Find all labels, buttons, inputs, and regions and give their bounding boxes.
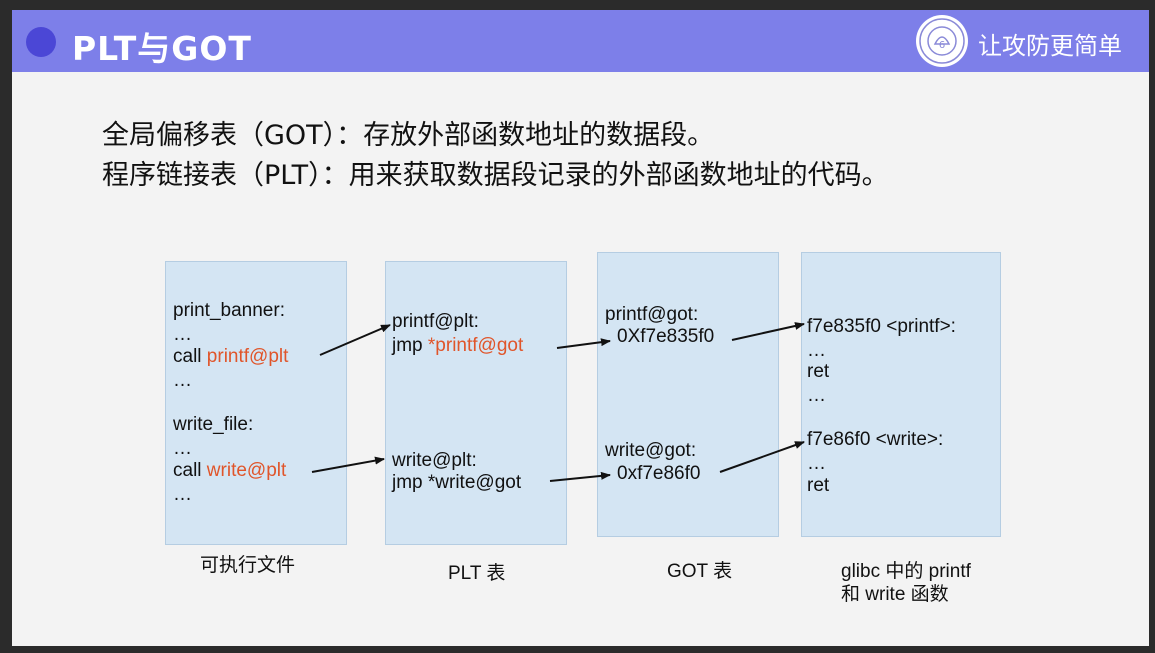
arrow-plt-write-to-got	[549, 471, 611, 482]
plt-jmp-printf: jmp *printf@got	[392, 335, 524, 356]
slide: PLT与GOT 6 让攻防更简单 全局偏移表（GOT）：存放外部函数地址的数据段…	[12, 10, 1149, 646]
definition-plt: 程序链接表（PLT）：用来获取数据段记录的外部函数地址的代码。	[102, 160, 889, 191]
university-seal-logo: 6	[916, 15, 968, 67]
jmp-target-printf: *printf@got	[427, 335, 524, 356]
arrow-got-write-to-glibc	[719, 441, 805, 473]
arrow-call-write-to-plt	[311, 456, 385, 473]
exe-dots: …	[173, 484, 192, 505]
exe-print-banner-label: print_banner:	[173, 300, 285, 321]
glibc-write-entry: f7e86f0 <write>:	[807, 429, 944, 450]
glibc-box	[801, 252, 1001, 537]
got-write-address: 0xf7e86f0	[617, 463, 701, 484]
got-printf-address: 0Xf7e835f0	[617, 326, 715, 347]
glibc-dots: …	[807, 385, 826, 406]
exe-write-file-label: write_file:	[173, 414, 254, 435]
exe-call-write: call write@plt	[173, 460, 287, 481]
diagram-arrows	[311, 322, 805, 482]
slide-header: PLT与GOT 6 让攻防更简单	[12, 10, 1149, 72]
got-caption: GOT 表	[667, 561, 733, 582]
glibc-printf-entry: f7e835f0 <printf>:	[807, 316, 956, 337]
got-write-label: write@got:	[605, 440, 697, 461]
header-bullet-icon	[26, 27, 56, 57]
got-box	[597, 252, 779, 537]
executable-box	[165, 261, 347, 545]
arrow-plt-printf-to-got	[556, 338, 611, 349]
svg-text:6: 6	[939, 40, 945, 51]
glibc-ret: ret	[807, 361, 830, 382]
call-target-write: write@plt	[206, 460, 287, 481]
plt-printf-label: printf@plt:	[392, 311, 479, 332]
slogan-text: 让攻防更简单	[978, 32, 1122, 60]
exe-call-printf: call printf@plt	[173, 346, 289, 367]
arrow-call-printf-to-plt	[319, 324, 391, 356]
glibc-caption-line2: 和 write 函数	[841, 584, 949, 605]
plt-jmp-write: jmp *write@got	[392, 472, 522, 493]
exe-dots: …	[173, 438, 192, 459]
got-printf-label: printf@got:	[605, 304, 699, 325]
plt-box	[385, 261, 567, 545]
slide-title: PLT与GOT	[72, 29, 252, 68]
plt-caption: PLT 表	[448, 563, 506, 584]
plt-write-label: write@plt:	[392, 450, 477, 471]
arrow-got-printf-to-glibc	[731, 322, 805, 341]
glibc-caption-line1: glibc 中的 printf	[841, 561, 971, 582]
exe-dots: …	[173, 370, 192, 391]
executable-caption: 可执行文件	[200, 555, 296, 576]
glibc-dots: …	[807, 340, 826, 361]
glibc-dots: …	[807, 453, 826, 474]
call-target-printf: printf@plt	[206, 346, 289, 367]
exe-dots: …	[173, 324, 192, 345]
definition-got: 全局偏移表（GOT）：存放外部函数地址的数据段。	[102, 120, 715, 151]
glibc-ret: ret	[807, 475, 830, 496]
